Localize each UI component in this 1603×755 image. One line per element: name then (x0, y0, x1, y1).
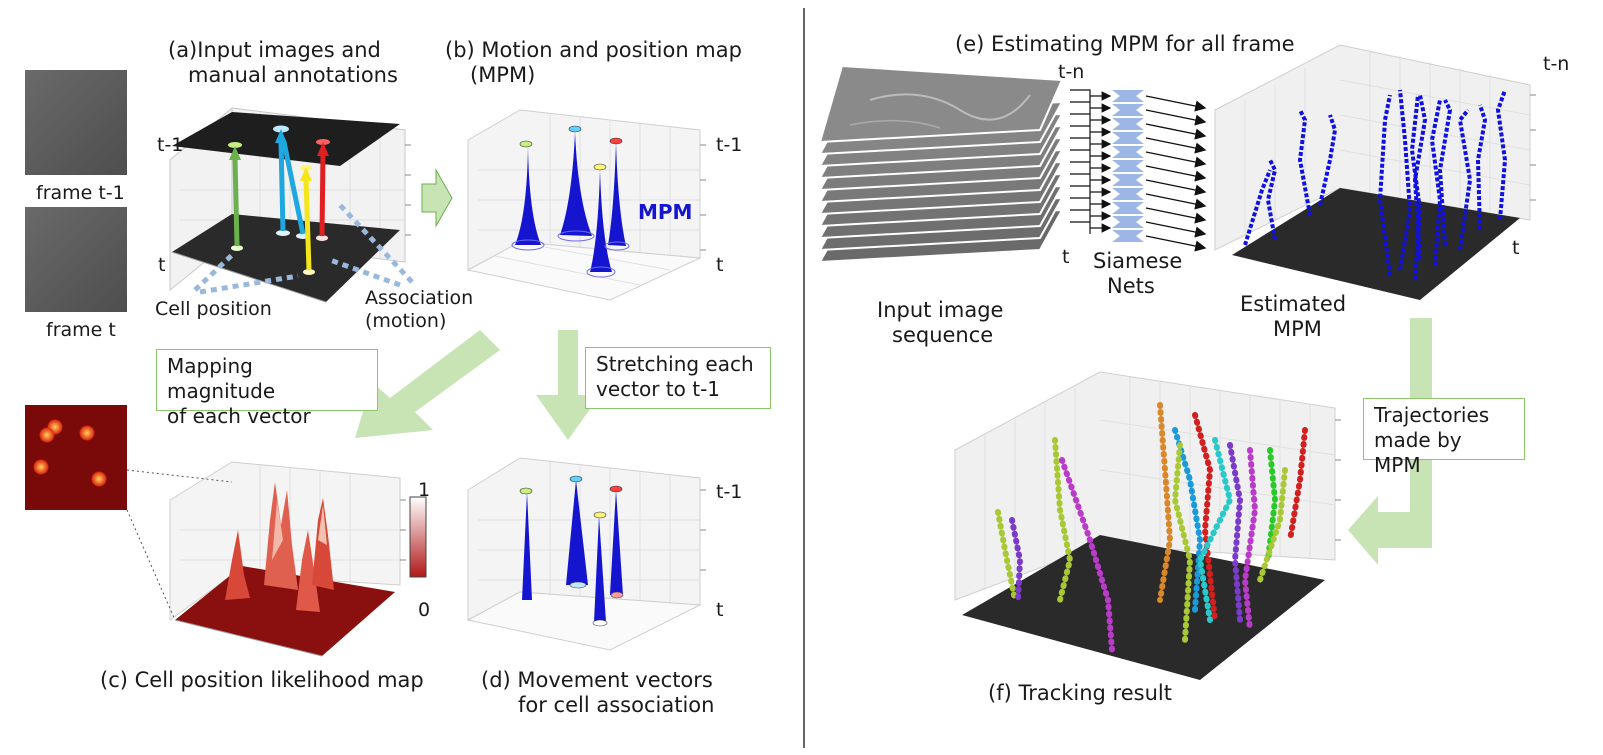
panel-d-title-line1: (d) Movement vectors (481, 668, 713, 692)
frame-t-minus-1-image (25, 70, 127, 175)
association-label-line2: (motion) (365, 310, 447, 332)
panel-c-title: (c) Cell position likelihood map (100, 668, 424, 692)
axis-label-t-minus-1-d: t-1 (716, 481, 743, 503)
frame-t-label: frame t (46, 319, 116, 341)
likelihood-heatmap-image (25, 405, 127, 510)
panel-b-3d-plot (466, 109, 706, 301)
panel-a-3d-plot (169, 107, 414, 303)
axis-label-t-a: t (158, 254, 166, 276)
estimated-mpm-plot (1214, 44, 1536, 300)
association-label-line1: Association (365, 287, 474, 309)
panel-f-title: (f) Tracking result (988, 681, 1172, 705)
siamese-label-line1: Siamese (1093, 249, 1183, 273)
seq-label-t-minus-n: t-n (1058, 61, 1085, 83)
arrow-mapping (355, 330, 500, 438)
frame-t-image (25, 207, 127, 312)
panel-e-title: (e) Estimating MPM for all frame (955, 32, 1295, 56)
plane-t-minus-1 (172, 112, 400, 166)
cell-position-label: Cell position (155, 298, 272, 320)
axis-label-t-d: t (716, 599, 724, 621)
siamese-label-line2: Nets (1107, 274, 1155, 298)
image-stack (818, 64, 1064, 264)
arrow-stretching (536, 330, 600, 440)
arrow-a-to-b (421, 168, 453, 228)
stretching-box: Stretching each vector to t-1 (585, 347, 771, 409)
input-sequence-line1: Input image (877, 298, 1004, 322)
mpm-axis-label-t: t (1512, 237, 1520, 259)
axis-label-t-minus-1-a: t-1 (157, 134, 184, 156)
panel-a-title-line2: manual annotations (188, 63, 398, 87)
panel-a-title-line1: (a)Input images and (168, 38, 381, 62)
colorbar (409, 496, 427, 578)
siamese-nets (1112, 90, 1144, 242)
mapping-magnitude-box: Mapping magnitude of each vector (156, 349, 378, 428)
siamese-outputs (1145, 95, 1207, 252)
panel-d-title-line2: for cell association (518, 693, 715, 717)
trajectories-box: Trajectories made by MPM (1363, 398, 1525, 477)
panel-b-title-line2: (MPM) (470, 63, 536, 87)
panel-d-3d-plot (466, 457, 706, 651)
colorbar-min-label: 0 (418, 599, 431, 621)
tracking-result-plot (954, 371, 1341, 680)
traj-box-line2: made by MPM (1374, 428, 1462, 477)
estimated-mpm-line2: MPM (1273, 317, 1322, 341)
stretching-box-line2: vector to t-1 (596, 377, 721, 401)
stretching-box-line1: Stretching each (596, 352, 754, 376)
mapping-box-line2: of each vector (167, 404, 311, 428)
axis-label-t-b: t (716, 254, 724, 276)
panel-c-3d-plot (169, 461, 427, 657)
mpm-tag: MPM (638, 200, 693, 224)
mpm-axis-label-t-minus-n: t-n (1543, 53, 1570, 75)
arrow-trajectories (1348, 318, 1432, 565)
colorbar-max-label: 1 (418, 479, 431, 501)
estimated-mpm-line1: Estimated (1240, 292, 1347, 316)
input-sequence-line2: sequence (892, 323, 994, 347)
mapping-box-line1: Mapping magnitude (167, 354, 276, 403)
plane-t (172, 214, 400, 302)
traj-box-line1: Trajectories (1374, 403, 1490, 427)
frame-t-minus-1-label: frame t-1 (36, 182, 125, 204)
axis-label-t-minus-1-b: t-1 (716, 134, 743, 156)
seq-label-t: t (1062, 246, 1070, 268)
siamese-connectors (1070, 89, 1112, 234)
panel-b-title-line1: (b) Motion and position map (445, 38, 742, 62)
